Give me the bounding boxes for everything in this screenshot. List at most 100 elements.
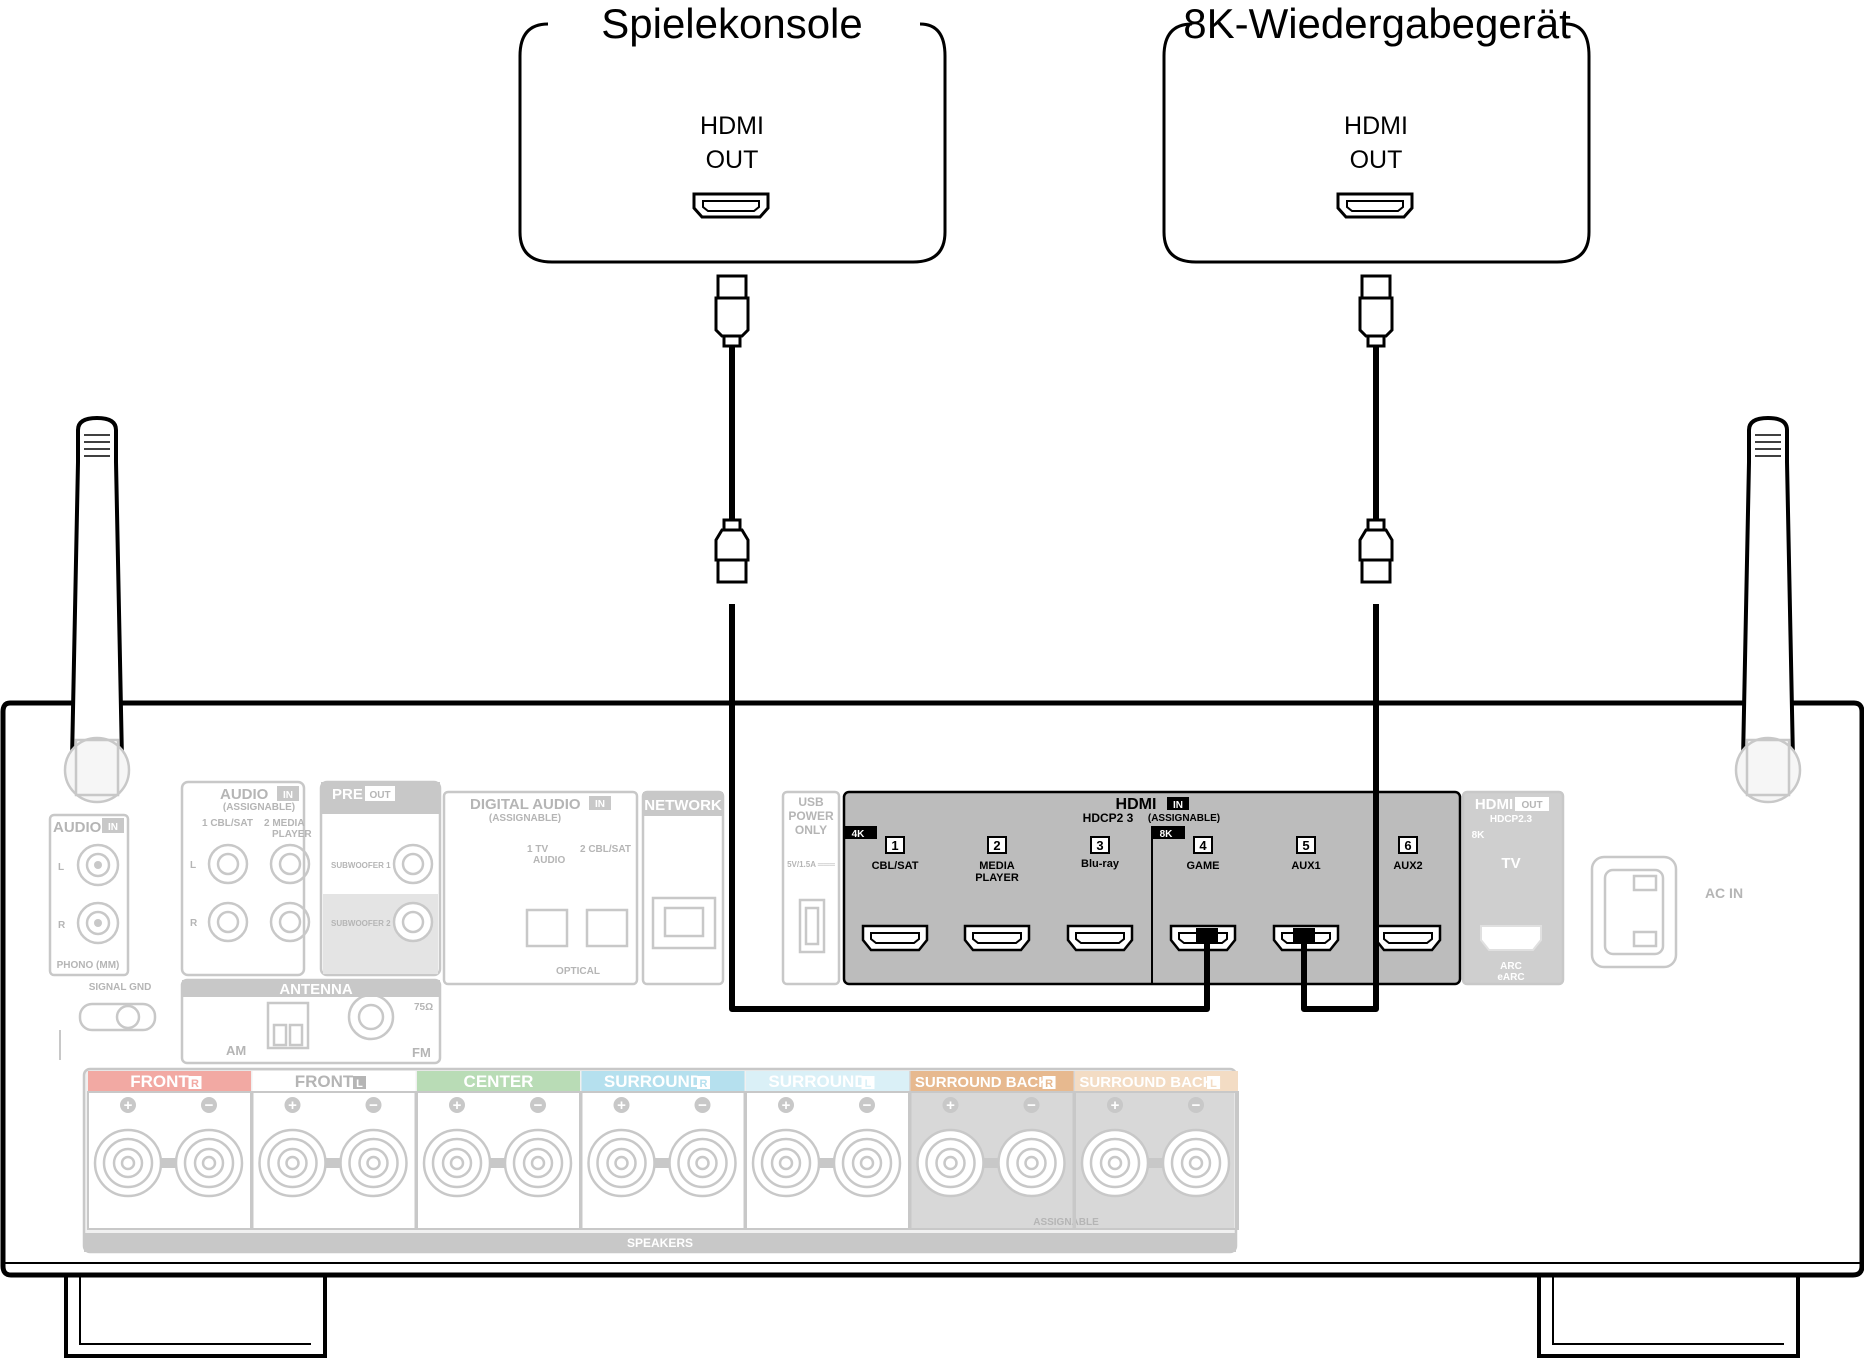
8k-player-title: 8K-Wiedergabegerät (1183, 0, 1571, 47)
cable-routing-8k-to-aux1 (1293, 604, 1379, 1012)
minus-symbol-text: − (1192, 1097, 1201, 1114)
speaker-side-badge (697, 1076, 710, 1089)
hdmi-input-3[interactable]: 3 Blu-ray (1066, 836, 1134, 952)
hdmi-input-2[interactable]: 2 MEDIA PLAYER (963, 836, 1031, 952)
usb-power-panel: USB POWER ONLY 5V/1.5A ═══ (781, 790, 841, 986)
binding-post-ring (449, 1155, 465, 1171)
hdmi-cable-console[interactable] (714, 274, 750, 584)
phono-r-label: R (58, 920, 66, 931)
speaker-side-badge (861, 1076, 875, 1089)
minus-symbol-text: − (698, 1097, 707, 1114)
speaker-binding-post[interactable] (174, 1128, 244, 1198)
8k-player-port-label-1: HDMI (1344, 112, 1408, 140)
hdmi-input-4-num: 4 (1199, 838, 1207, 853)
minus-symbol-text: − (863, 1097, 872, 1114)
speaker-side-letter: L (865, 1078, 872, 1090)
audio-in-2-label-b: PLAYER (272, 829, 312, 840)
hdmi-out-badge: OUT (1521, 800, 1542, 811)
hdmi-out-tv-port[interactable] (1480, 925, 1542, 951)
speaker-binding-post[interactable] (751, 1128, 821, 1198)
digital-audio-assignable: (ASSIGNABLE) (489, 813, 561, 824)
speaker-binding-post[interactable] (93, 1128, 163, 1198)
binding-post-ring (859, 1155, 875, 1171)
binding-post-ring (112, 1147, 144, 1179)
phono-input-panel: AUDIO IN L R PHONO (MM) SIGNAL GND (48, 813, 157, 1060)
minus-symbol (694, 1097, 711, 1113)
ohm-label: 75Ω (414, 1002, 433, 1013)
speaker-binding-post[interactable] (258, 1128, 327, 1198)
signal-gnd-label: SIGNAL GND (89, 982, 152, 993)
left-wifi-antenna (63, 415, 131, 804)
speaker-binding-post[interactable] (339, 1128, 408, 1198)
antenna-panel: ANTENNA AM 75Ω FM (180, 978, 442, 1065)
binding-post-ring (1188, 1155, 1204, 1171)
binding-post-ring (778, 1155, 794, 1171)
phono-title: AUDIO (53, 819, 102, 836)
binding-post-ring (267, 1137, 318, 1189)
minus-symbol (859, 1097, 875, 1113)
pre-out-badge: OUT (369, 790, 390, 801)
hdmi-input-6-name: AUX2 (1393, 860, 1422, 872)
signal-gnd-terminal[interactable] (59, 1002, 157, 1060)
plus-symbol-text: + (1111, 1097, 1120, 1114)
binding-post-ring (102, 1137, 154, 1189)
usb-rating: 5V/1.5A ═══ (787, 860, 835, 869)
speaker-side-letter: R (700, 1078, 708, 1090)
hdmi-out-earc: eARC (1497, 972, 1524, 983)
plus-symbol (284, 1097, 301, 1113)
optical-label: OPTICAL (556, 966, 600, 977)
plus-symbol-text: + (124, 1097, 133, 1114)
hdmi-in-hdcp: HDCP2 3 (1083, 811, 1134, 825)
binding-post-ring (770, 1147, 802, 1179)
minus-symbol (530, 1097, 546, 1113)
8k-player-hdmi-out-port[interactable] (1336, 192, 1414, 219)
speaker-binding-post[interactable] (997, 1128, 1066, 1198)
hdmi-input-1-name: CBL/SAT (872, 860, 919, 872)
speaker-group-header (88, 1071, 251, 1091)
hdmi-input-6-num: 6 (1404, 838, 1411, 853)
plus-symbol (120, 1097, 136, 1113)
speaker-group-label: SURROUND (768, 1072, 866, 1091)
minus-symbol-text: − (369, 1097, 378, 1114)
plus-symbol-text: + (946, 1097, 955, 1114)
speaker-side-badge (353, 1076, 366, 1089)
audio-in-panel: AUDIO IN (ASSIGNABLE) 1 CBL/SAT 2 MEDIA … (180, 780, 312, 977)
minus-symbol (1023, 1097, 1040, 1113)
digital-audio-panel: DIGITAL AUDIO IN (ASSIGNABLE) 1 TV AUDIO… (442, 790, 639, 986)
game-console-title: Spielekonsole (601, 0, 863, 47)
binding-post-ring (285, 1155, 300, 1171)
plus-symbol (449, 1097, 465, 1113)
speaker-binding-post[interactable] (503, 1128, 573, 1198)
hdmi-input-3-name: Blu-ray (1081, 858, 1120, 870)
audio-in-l-label: L (190, 860, 196, 871)
right-wifi-antenna (1734, 415, 1802, 804)
optical-1-label: 1 TV (527, 844, 548, 855)
minus-symbol-text: − (534, 1097, 543, 1114)
hdmi-out-title: HDMI (1475, 796, 1513, 813)
speaker-binding-post[interactable] (1080, 1128, 1150, 1198)
game-console-port-label-2: OUT (706, 146, 759, 174)
speaker-binding-post[interactable] (668, 1128, 737, 1198)
game-console-hdmi-out-port[interactable] (692, 192, 770, 219)
binding-post-ring (512, 1137, 564, 1189)
binding-post-ring (441, 1147, 473, 1179)
hdmi-cable-8k-player[interactable] (1358, 274, 1394, 584)
hdmi-out-tv: TV (1501, 855, 1520, 872)
hdmi-input-2-num: 2 (993, 838, 1000, 853)
speaker-binding-post[interactable] (1161, 1128, 1231, 1198)
speaker-group-label: SURROUND BACK (915, 1074, 1049, 1091)
speaker-binding-post[interactable] (422, 1128, 492, 1198)
binding-post-link (983, 1158, 999, 1168)
speaker-group-header (252, 1071, 416, 1091)
plus-symbol (1107, 1097, 1123, 1113)
speaker-binding-post[interactable] (916, 1128, 985, 1198)
speaker-side-letter: R (191, 1078, 199, 1090)
usb-label-2: POWER (788, 809, 834, 823)
speaker-binding-post[interactable] (587, 1128, 656, 1198)
speaker-binding-post[interactable] (832, 1128, 902, 1198)
hdmi-input-1[interactable]: 1 CBL/SAT (861, 836, 929, 952)
speaker-side-letter: R (1045, 1078, 1053, 1090)
am-label: AM (226, 1043, 246, 1058)
